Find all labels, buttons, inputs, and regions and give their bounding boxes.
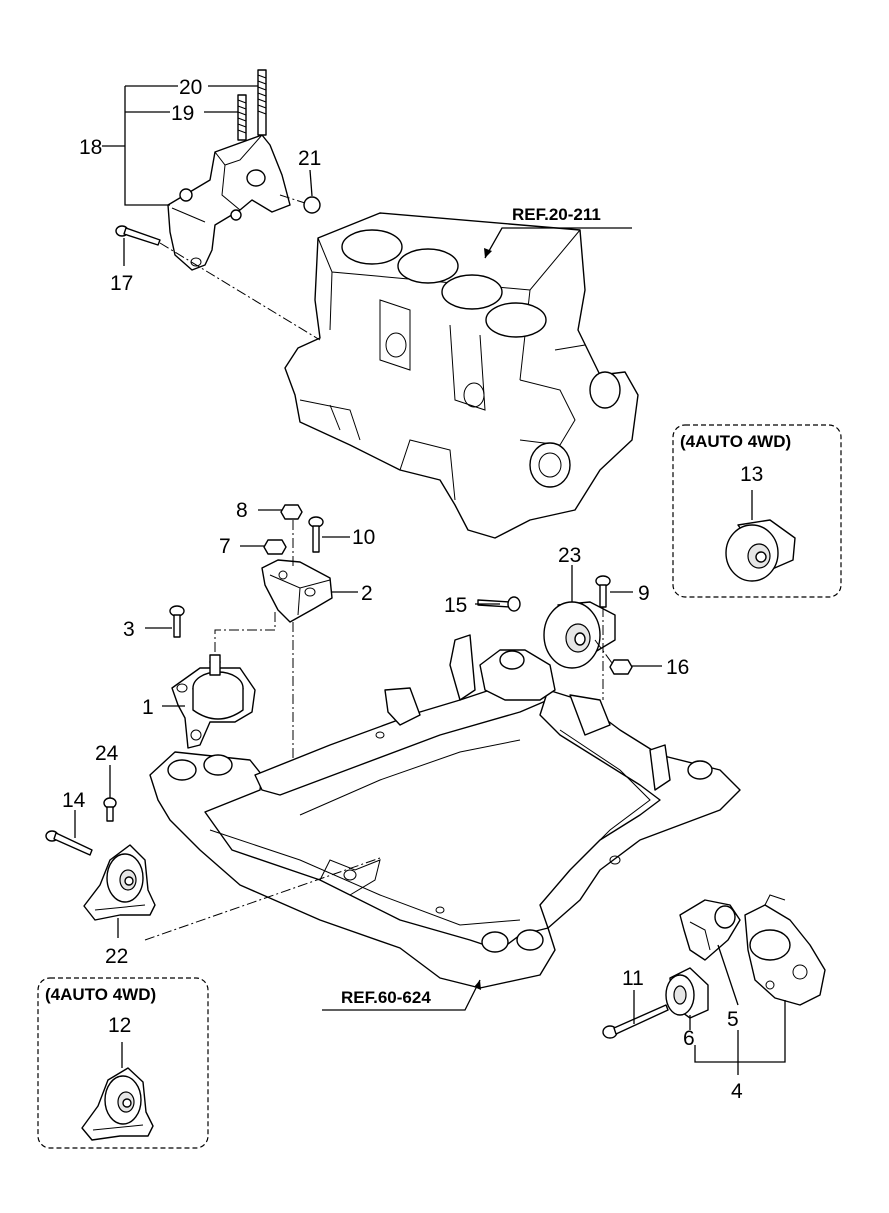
nut-8: [280, 504, 303, 520]
callout-19: 19: [171, 102, 194, 125]
bracket-2: [261, 559, 333, 623]
box-13-title: (4AUTO 4WD): [680, 432, 791, 451]
callout-24: 24: [95, 742, 119, 765]
callout-17: 17: [110, 272, 133, 295]
option-box-13: [672, 424, 842, 598]
subframe: [149, 634, 741, 989]
callout-10: 10: [352, 526, 375, 549]
callout-12: 12: [108, 1014, 131, 1037]
bracket-18: [167, 134, 291, 271]
bolt-9: [595, 575, 611, 608]
callout-9: 9: [638, 582, 650, 605]
bracket-5: [679, 899, 741, 961]
engine-mount-1: [171, 654, 256, 749]
callout-18: 18: [79, 136, 102, 159]
bushing-6: [665, 967, 709, 1019]
callout-5: 5: [727, 1008, 739, 1031]
o-ring-21: [303, 196, 321, 214]
mount-23: [543, 601, 616, 669]
callout-4: 4: [731, 1080, 743, 1103]
callout-22: 22: [105, 945, 128, 968]
callout-13: 13: [740, 463, 763, 486]
bolt-17: [115, 225, 161, 246]
callout-23: 23: [558, 544, 581, 567]
callout-2: 2: [361, 582, 373, 605]
bolt-11: [602, 1004, 669, 1039]
engine-block: [284, 212, 639, 539]
callout-15: 15: [444, 594, 467, 617]
callout-1: 1: [142, 696, 154, 719]
callout-7: 7: [219, 535, 231, 558]
callout-11: 11: [622, 967, 644, 990]
mount-22: [83, 844, 156, 921]
callout-3: 3: [123, 618, 135, 641]
bolt-10: [308, 516, 324, 553]
box-12-title: (4AUTO 4WD): [45, 985, 156, 1004]
callout-14: 14: [62, 789, 86, 812]
callout-21: 21: [298, 147, 321, 170]
mount-13: [725, 519, 796, 582]
bolt-24: [103, 797, 117, 822]
nut-16: [609, 659, 633, 675]
bolt-14: [45, 830, 93, 856]
stud-20: [257, 69, 267, 136]
callout-16: 16: [666, 656, 689, 679]
callout-6: 6: [683, 1027, 695, 1050]
stud-19: [237, 94, 247, 141]
callout-8: 8: [236, 499, 248, 522]
callout-20: 20: [179, 76, 202, 99]
ref-engine-label: REF.20-211: [512, 205, 601, 224]
ref-subframe-label: REF.60-624: [341, 988, 431, 1007]
bracket-large: [744, 894, 826, 1006]
mount-12: [81, 1067, 154, 1141]
option-box-12: [37, 977, 209, 1149]
nut-7: [263, 539, 287, 555]
bolt-3: [169, 605, 185, 638]
